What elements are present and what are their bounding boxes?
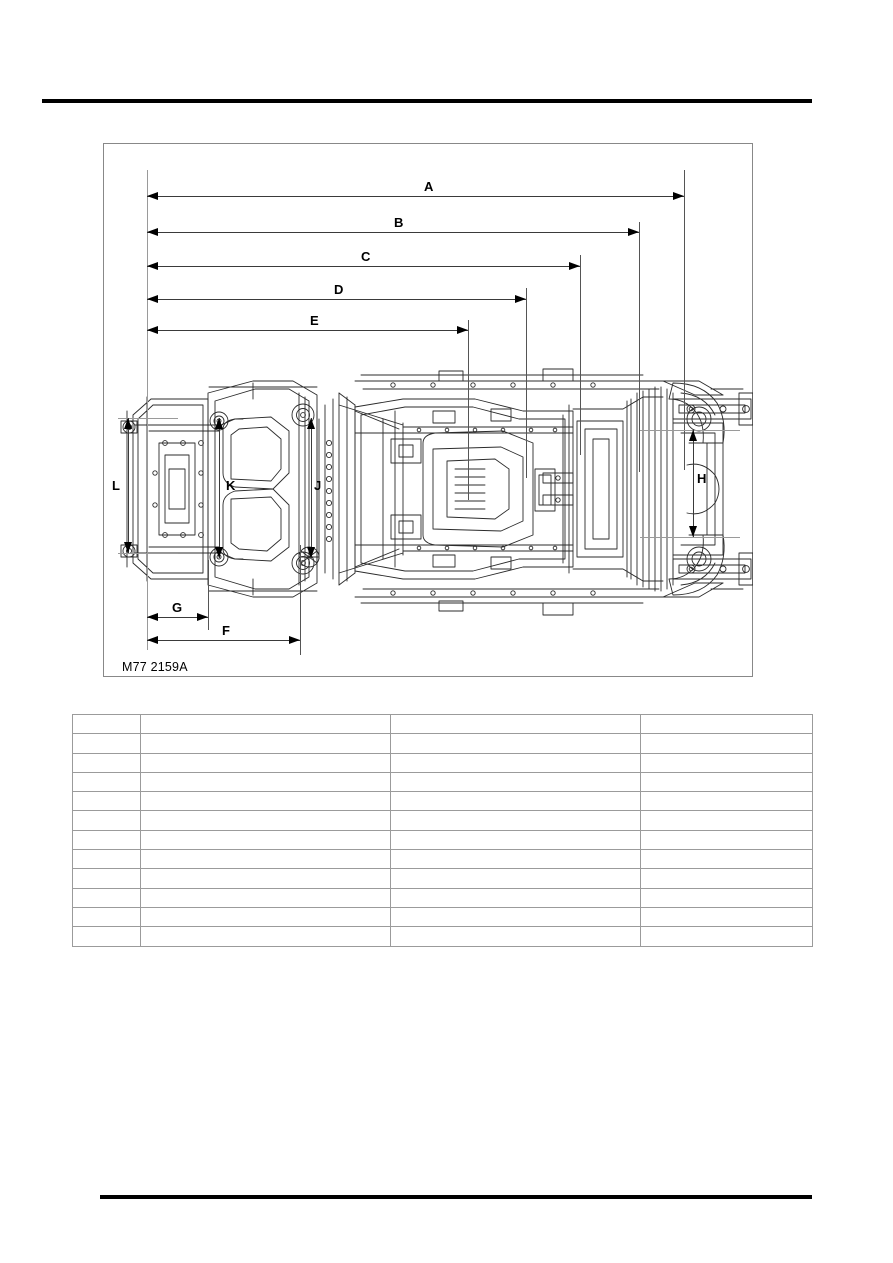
table-cell-value [390, 810, 641, 831]
table-cell-unit [640, 791, 813, 812]
extension-line-l-bottom [118, 553, 178, 554]
dimension-label-l: L [112, 478, 120, 493]
footer-rule [100, 1195, 812, 1199]
table-cell-unit [640, 713, 813, 735]
figure-frame [103, 143, 753, 677]
dimension-label-g: G [172, 600, 183, 615]
dimension-label-k: K [226, 478, 236, 493]
table-cell-value [390, 713, 641, 735]
table-row [72, 906, 813, 928]
table-cell-value [390, 791, 641, 812]
table-row [72, 713, 813, 735]
table-cell-desc [140, 733, 391, 754]
extension-line-h-bottom [640, 537, 740, 538]
table-cell-desc [140, 868, 391, 889]
table-cell-unit [640, 733, 813, 754]
table-cell-unit [640, 752, 813, 773]
table-cell-key [72, 713, 141, 735]
table-cell-key [72, 733, 141, 754]
table-cell-key [72, 906, 141, 928]
dimension-label-a: A [424, 179, 434, 194]
table-cell-desc [140, 771, 391, 793]
table-cell-desc [140, 829, 391, 851]
table-cell-unit [640, 771, 813, 793]
table-row [72, 752, 813, 773]
dimension-label-h: H [697, 471, 707, 486]
dimension-label-d: D [334, 282, 344, 297]
table-row [72, 926, 813, 947]
dimension-label-j: J [314, 478, 322, 493]
extension-line-c [580, 255, 581, 455]
extension-line-a [684, 170, 685, 470]
table-cell-key [72, 752, 141, 773]
extension-line-l-top [118, 418, 178, 419]
table-cell-key [72, 868, 141, 889]
table-cell-key [72, 771, 141, 793]
extension-line-d [526, 288, 527, 478]
dimension-label-e: E [310, 313, 319, 328]
table-cell-value [390, 849, 641, 870]
specification-table-body [72, 713, 813, 947]
table-row [72, 829, 813, 851]
table-cell-value [390, 733, 641, 754]
table-cell-desc [140, 849, 391, 870]
table-row [72, 733, 813, 754]
table-cell-value [390, 752, 641, 773]
table-cell-unit [640, 868, 813, 889]
table-cell-desc [140, 926, 391, 947]
table-cell-value [390, 868, 641, 889]
table-cell-unit [640, 906, 813, 928]
extension-line-f [300, 545, 301, 655]
table-row [72, 868, 813, 889]
table-cell-value [390, 887, 641, 908]
dimension-label-b: B [394, 215, 404, 230]
table-cell-unit [640, 829, 813, 851]
table-cell-desc [140, 887, 391, 908]
table-cell-value [390, 906, 641, 928]
table-cell-unit [640, 926, 813, 947]
table-cell-unit [640, 887, 813, 908]
table-row [72, 771, 813, 793]
dimension-label-f: F [222, 623, 230, 638]
extension-line-e [468, 320, 469, 500]
extension-line-g [208, 560, 209, 630]
header-rule [42, 99, 812, 103]
table-cell-key [72, 791, 141, 812]
datum-line-front [147, 170, 148, 650]
table-cell-value [390, 771, 641, 793]
table-cell-value [390, 926, 641, 947]
table-cell-value [390, 829, 641, 851]
table-cell-unit [640, 810, 813, 831]
table-cell-desc [140, 810, 391, 831]
table-row [72, 887, 813, 908]
table-cell-desc [140, 752, 391, 773]
table-cell-key [72, 926, 141, 947]
table-cell-key [72, 829, 141, 851]
dimension-label-c: C [361, 249, 371, 264]
table-cell-key [72, 887, 141, 908]
table-cell-key [72, 810, 141, 831]
table-cell-unit [640, 849, 813, 870]
table-row [72, 791, 813, 812]
extension-line-b [639, 222, 640, 472]
table-row [72, 849, 813, 870]
specification-table [72, 713, 813, 947]
table-cell-desc [140, 791, 391, 812]
figure-id-label: M77 2159A [122, 660, 188, 674]
table-row [72, 810, 813, 831]
table-cell-desc [140, 906, 391, 928]
table-cell-desc [140, 713, 391, 735]
table-cell-key [72, 849, 141, 870]
